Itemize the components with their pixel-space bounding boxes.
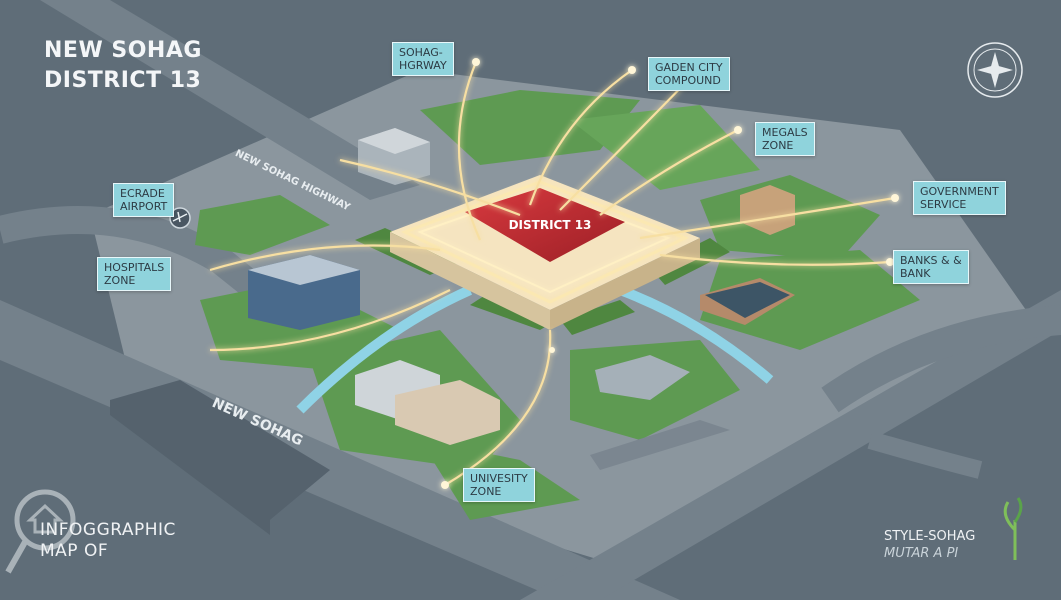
zone-tag-line: MEGALS	[762, 126, 808, 139]
canal-left	[296, 285, 473, 414]
connector-banks	[659, 253, 891, 266]
curve-road	[0, 206, 279, 311]
connector-megals	[599, 129, 739, 216]
connector-nodes	[441, 58, 899, 489]
right-road	[520, 290, 1061, 600]
district-plinth-side-left	[390, 232, 550, 330]
terminal-side	[110, 380, 330, 535]
zone-tag-line: ECRADE	[120, 187, 165, 200]
zone-tag-hospitals[interactable]: HOSPITALS ZONE	[97, 257, 172, 291]
title-line-2: DISTRICT 13	[44, 68, 202, 93]
zone-tag-line: ZONE	[762, 139, 794, 152]
district-core-label: DISTRICT 13	[508, 218, 592, 232]
building-north-roof	[358, 128, 430, 154]
district-glow-outer	[401, 180, 689, 304]
zone-tag-line: HGRWAY	[399, 59, 447, 72]
zone-tag-garden-city[interactable]: GADEN CITY COMPOUND	[648, 57, 730, 91]
plane-glyph	[172, 211, 188, 223]
bank-roof	[705, 282, 790, 318]
top-road	[40, 0, 420, 200]
infographic-caption: INFOGGRAPHIC MAP OF	[40, 520, 176, 562]
zone-tag-banks[interactable]: BANKS & & BANK	[893, 250, 969, 284]
zone-tag-line: SERVICE	[920, 198, 967, 211]
zone-tag-line: GOVERNMENT	[920, 185, 999, 198]
brand-line-1: STYLE-SOHAG	[884, 529, 976, 544]
green-top	[420, 90, 640, 165]
zone-tag-line: BANKS & &	[900, 254, 962, 267]
trees-south-east	[560, 300, 635, 335]
interchange-road	[821, 305, 1061, 413]
district-plinth-side-right	[550, 238, 700, 330]
zone-tag-sohag-highway[interactable]: SOHAG- HGRWAY	[392, 42, 454, 76]
zone-tag-line: SOHAG-	[399, 46, 443, 59]
zone-tag-line: ZONE	[470, 485, 502, 498]
gov-dome	[740, 185, 795, 235]
south-wall	[590, 420, 730, 470]
search-watermark-icon	[5, 489, 76, 574]
connector-garden	[528, 69, 633, 206]
stadium	[595, 355, 690, 400]
connector-government	[639, 196, 896, 240]
zone-tag-line: UNIVESITY	[470, 472, 528, 485]
title-line-1: NEW SOHAG	[44, 38, 202, 63]
zone-tag-line: BANK	[900, 267, 931, 280]
green-gov	[700, 250, 920, 350]
hospital-roof	[248, 255, 360, 285]
connector-north	[339, 158, 521, 217]
zone-tag-line: COMPOUND	[655, 74, 721, 87]
university-b	[395, 380, 500, 445]
zone-tag-government[interactable]: GOVERNMENT SERVICE	[913, 181, 1006, 215]
zone-tag-line: AIRPORT	[120, 200, 168, 213]
zone-tag-line: ZONE	[104, 274, 136, 287]
zone-tag-line: GADEN CITY	[655, 61, 723, 74]
green-airport	[195, 195, 330, 255]
green-top-right	[570, 105, 760, 190]
sprout-logo-icon	[1003, 497, 1023, 560]
caption-line-2: MAP OF	[40, 541, 109, 561]
zone-tag-line: HOSPITALS	[104, 261, 165, 274]
connector-highway	[457, 61, 482, 241]
canal-right	[618, 285, 774, 384]
connector-hospitals	[209, 244, 441, 272]
zone-tag-megals[interactable]: MEGALS ZONE	[755, 122, 815, 156]
brand-caption: STYLE-SOHAG MUTAR A PI	[884, 528, 975, 562]
connector-hospitals-2	[209, 289, 451, 352]
map-title: NEW SOHAG DISTRICT 13	[44, 36, 202, 96]
caption-line-1: INFOGGRAPHIC	[40, 520, 176, 540]
district-core	[465, 188, 625, 262]
zone-tag-university[interactable]: UNIVESITY ZONE	[463, 468, 535, 502]
brand-line-2: MUTAR A PI	[884, 546, 959, 561]
ramp-road	[867, 431, 983, 479]
zone-tag-airport[interactable]: ECRADE AIRPORT	[113, 183, 175, 217]
compass-seal-icon	[967, 42, 1023, 98]
